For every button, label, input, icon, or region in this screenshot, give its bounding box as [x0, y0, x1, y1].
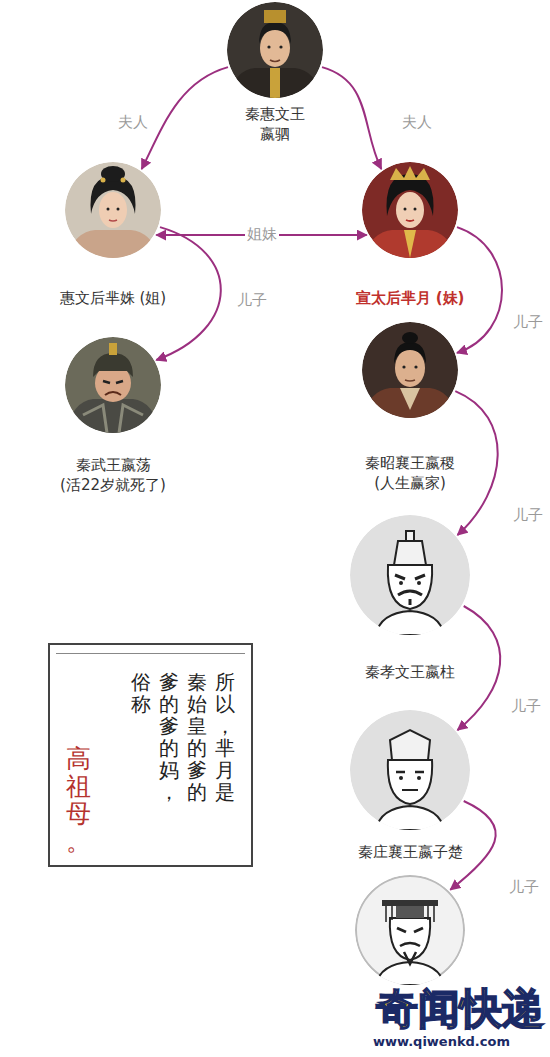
person-node: [352, 875, 468, 985]
portrait-circle: [362, 162, 458, 258]
relation-label: 夫人: [400, 113, 434, 131]
highlight-text: 高祖母。: [66, 745, 91, 855]
emperor-portrait: [355, 875, 465, 985]
relation-label: 儿子: [509, 697, 543, 715]
king-portrait: [362, 322, 458, 418]
queen-portrait: [362, 162, 458, 258]
watermark: 奇闻快递: [376, 986, 544, 1032]
person-name: (人生赢家): [374, 473, 446, 493]
portrait-circle: [65, 162, 161, 258]
person-name: 秦武王嬴荡: [76, 455, 151, 475]
person-name: 宣太后芈月 (妹): [356, 288, 465, 308]
relation-label: 姐妹: [245, 225, 279, 243]
person-name: 秦庄襄王嬴子楚: [358, 842, 463, 862]
person-node: 宣太后芈月 (妹): [353, 162, 468, 308]
note-box: 所以，芈月是秦始皇的爹的爹的爹的妈，俗称高祖母。: [48, 643, 253, 867]
relation-arrow: [455, 391, 497, 535]
column-block: 所以，芈月是秦始皇的爹的爹的爹的妈，俗称: [131, 671, 235, 805]
box-rule: [56, 653, 245, 654]
person-node: 秦昭襄王嬴稷(人生赢家): [359, 322, 461, 493]
person-name: 秦惠文王 嬴驷: [242, 104, 308, 144]
relation-label: 儿子: [507, 878, 541, 896]
relation-arrow: [142, 67, 228, 169]
portrait-circle: [350, 515, 470, 635]
portrait-circle: [350, 710, 470, 830]
portrait-circle: [355, 875, 465, 985]
person-name: (活22岁就死了): [60, 475, 166, 495]
queen-portrait: [65, 162, 161, 258]
relation-label: 儿子: [511, 506, 545, 524]
person-node: 秦武王嬴荡(活22岁就死了): [57, 337, 169, 495]
portrait-circle: [227, 2, 323, 98]
watermark-url: www.qiwenkd.com: [373, 1034, 510, 1050]
person-name: 秦昭襄王嬴稷: [365, 453, 455, 473]
relation-label: 儿子: [235, 291, 269, 309]
vertical-text: 所以，芈月是秦始皇的爹的爹的爹的妈，俗称: [131, 671, 235, 805]
person-name: 惠文后芈姝 (姐): [60, 288, 166, 308]
relation-arrow: [458, 606, 501, 730]
person-node: 秦惠文王 嬴驷: [224, 2, 326, 144]
portrait-circle: [65, 337, 161, 433]
relation-label: 儿子: [511, 313, 545, 331]
cartoon-portrait: [350, 515, 470, 635]
cartoon-portrait: [350, 710, 470, 830]
person-node: 惠文后芈姝 (姐): [57, 162, 170, 308]
relation-label: 夫人: [116, 113, 150, 131]
king-portrait: [227, 2, 323, 98]
person-node: 秦孝文王嬴柱: [347, 515, 473, 682]
person-name: 秦孝文王嬴柱: [365, 662, 455, 682]
person-node: 秦庄襄王嬴子楚: [347, 710, 473, 862]
portrait-circle: [362, 322, 458, 418]
warrior-portrait: [65, 337, 161, 433]
relation-arrow: [322, 67, 381, 169]
